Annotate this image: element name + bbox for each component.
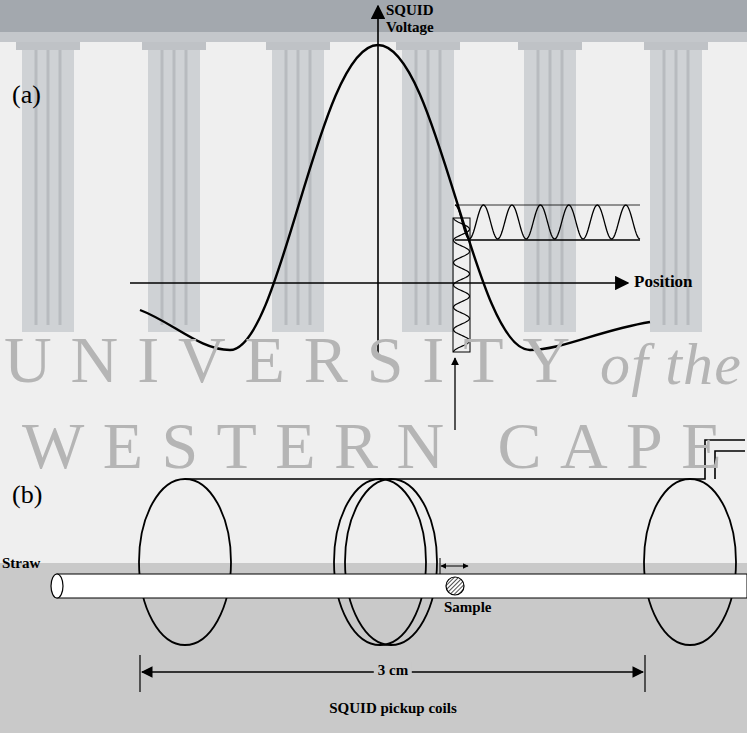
column <box>524 42 576 332</box>
background-building <box>0 0 747 332</box>
column-capital <box>518 42 582 50</box>
pickup-coil <box>139 479 231 645</box>
motion-tick <box>440 558 441 574</box>
column-capital <box>142 42 206 50</box>
dimension-tick <box>139 655 140 692</box>
panel-letter: (b) <box>12 480 42 510</box>
oscillation-baseline <box>455 239 640 240</box>
panel-letter: (a) <box>12 80 41 110</box>
pickup-coil <box>334 479 426 645</box>
column-capital <box>16 42 80 50</box>
straw-end <box>51 574 63 598</box>
caption-label: SQUID pickup coils <box>329 700 457 717</box>
pickup-coil <box>644 479 736 645</box>
axis-label: SQUID Voltage <box>386 2 456 36</box>
motion-arrow <box>441 566 468 567</box>
straw <box>57 574 747 598</box>
position-axis <box>130 282 628 284</box>
part-label: Sample <box>444 599 492 616</box>
roof-ledge <box>0 32 747 42</box>
dimension-label: 3 cm <box>374 662 412 679</box>
dimension-tick <box>644 655 645 692</box>
pickup-coil <box>345 479 437 645</box>
column <box>148 42 200 332</box>
watermark-text: of the <box>600 330 742 399</box>
columns <box>16 42 708 332</box>
oscillation-trace <box>455 205 640 239</box>
sample <box>446 577 464 595</box>
axis-label: Position <box>634 272 693 292</box>
watermark-text: WESTERN CAPE <box>22 408 740 484</box>
column-capital <box>266 42 330 50</box>
roof-band <box>0 0 747 32</box>
part-label: Straw <box>2 555 40 572</box>
oscillation-baseline <box>455 205 640 206</box>
column <box>272 42 324 332</box>
voltage-axis <box>377 6 379 355</box>
response-curve <box>140 45 650 350</box>
watermark-text: UNIVERSITY <box>4 322 589 398</box>
column-capital <box>396 42 460 50</box>
ground-band <box>0 563 747 733</box>
column-flute <box>59 50 62 325</box>
column <box>402 42 454 332</box>
column-capital <box>644 42 708 50</box>
column-flute <box>47 50 50 325</box>
